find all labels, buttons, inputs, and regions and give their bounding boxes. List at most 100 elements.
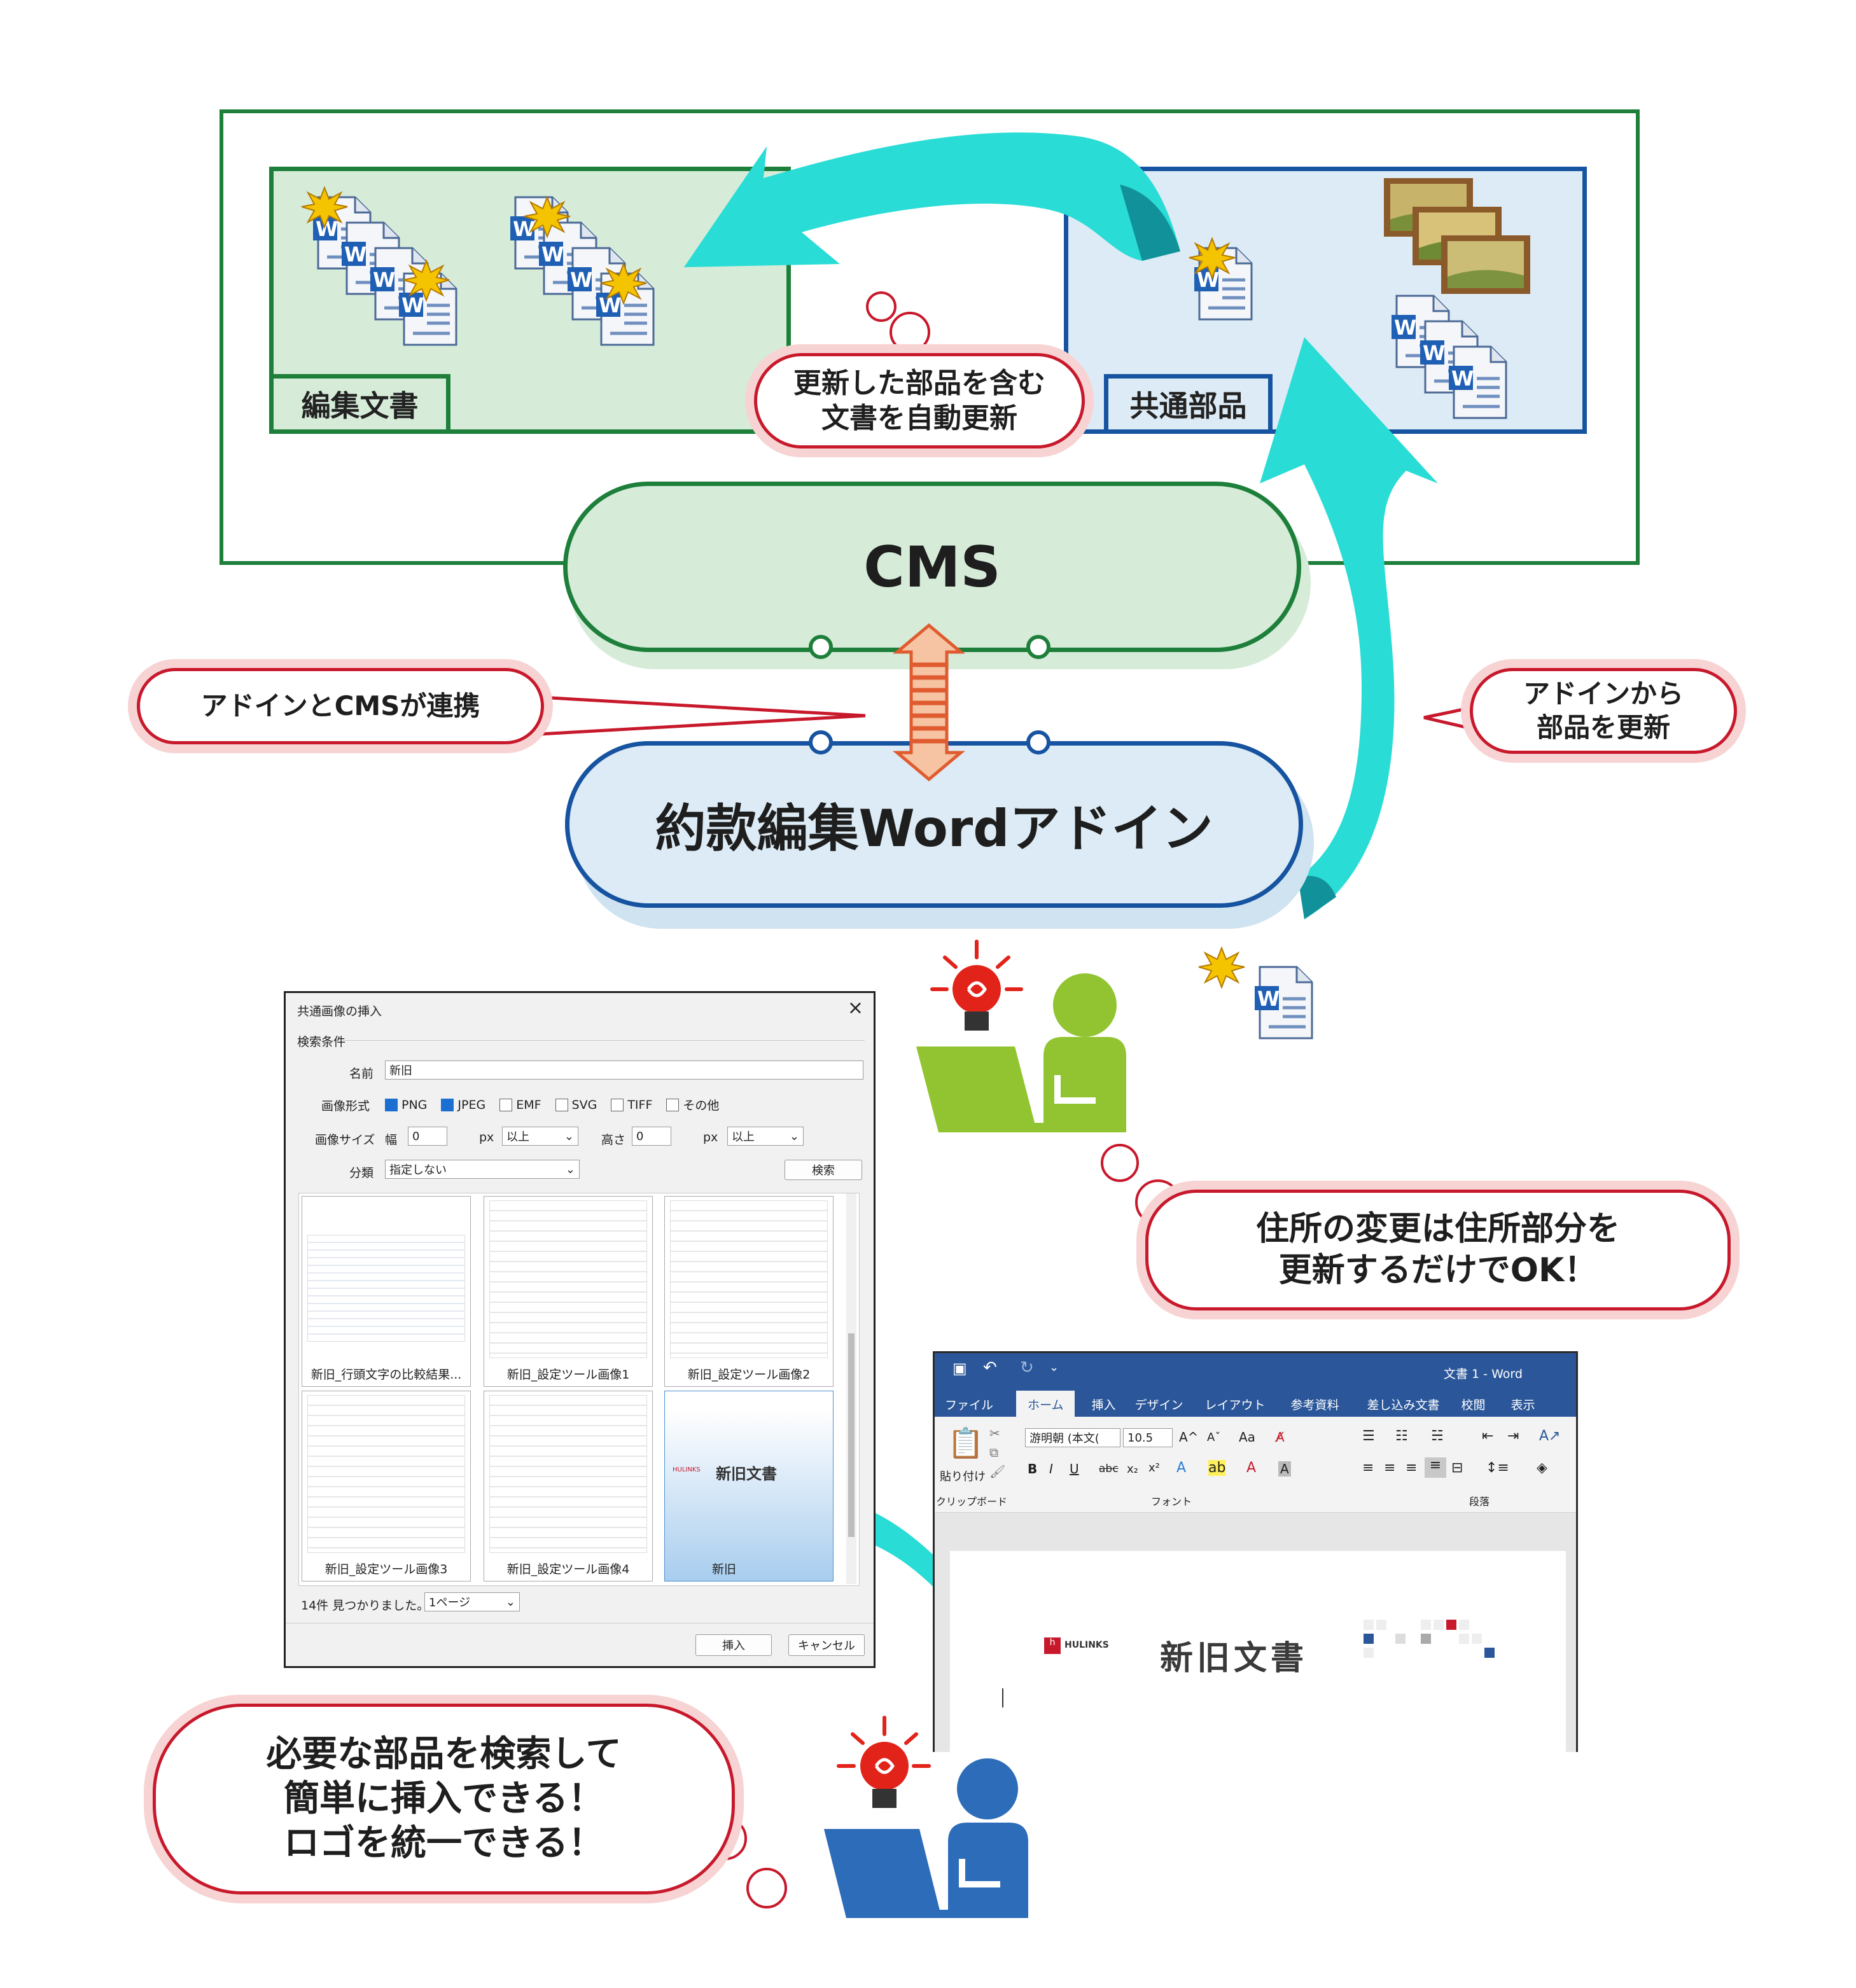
format-emf-label: EMF: [516, 1097, 541, 1112]
numbering-icon[interactable]: ☷: [1395, 1428, 1408, 1444]
redo-icon[interactable]: ↻: [1020, 1358, 1034, 1377]
name-input[interactable]: 新旧: [385, 1060, 863, 1080]
height-compare-value: 以上: [732, 1130, 755, 1144]
chevron-down-icon: ⌄: [565, 1162, 575, 1176]
shading-icon[interactable]: ◈: [1537, 1460, 1547, 1476]
format-other-label: その他: [683, 1099, 720, 1113]
scrollbar-thumb[interactable]: [848, 1333, 855, 1537]
width-input[interactable]: 0: [408, 1127, 447, 1146]
result-caption: 新旧_設定ツール画像3: [324, 1562, 448, 1576]
format-png-checkbox[interactable]: PNG: [385, 1098, 427, 1112]
font-name-value: 游明朝 (本文(: [1029, 1432, 1099, 1445]
font-name-select[interactable]: 游明朝 (本文(: [1025, 1428, 1120, 1447]
copy-icon[interactable]: ⧉: [989, 1445, 999, 1460]
asian-layout-icon[interactable]: A↗: [1539, 1428, 1561, 1444]
format-painter-icon[interactable]: 🖌: [989, 1464, 1006, 1479]
paste-icon[interactable]: 📋: [947, 1426, 984, 1460]
insert-button[interactable]: 挿入: [695, 1634, 772, 1656]
link-bubble-text: アドインとCMSが連携: [200, 690, 480, 721]
close-icon[interactable]: ×: [847, 997, 863, 1019]
justify-icon[interactable]: ≡: [1425, 1457, 1446, 1478]
format-tiff-checkbox[interactable]: TIFF: [611, 1098, 652, 1112]
addin-update-bubble: アドインから 部品を更新: [1470, 668, 1737, 754]
subscript-icon[interactable]: x₂: [1127, 1463, 1138, 1476]
decrease-indent-icon[interactable]: ⇤: [1482, 1428, 1494, 1444]
result-caption: 新旧_設定ツール画像2: [687, 1368, 811, 1382]
change-case-icon[interactable]: Aa: [1239, 1429, 1255, 1445]
align-right-icon[interactable]: ≡: [1406, 1460, 1418, 1476]
multilevel-list-icon[interactable]: ☵: [1431, 1428, 1444, 1444]
result-thumb-selected[interactable]: HULINKS 新旧文書 新旧: [664, 1391, 834, 1581]
format-jpeg-checkbox[interactable]: JPEG: [441, 1098, 485, 1112]
tab-home[interactable]: ホーム: [1016, 1390, 1075, 1418]
format-other-checkbox[interactable]: その他: [666, 1096, 719, 1113]
format-label: 画像形式: [321, 1099, 370, 1113]
bullets-icon[interactable]: ☰: [1362, 1428, 1375, 1444]
clear-format-icon[interactable]: A̸: [1276, 1429, 1285, 1445]
font-size-value: 10.5: [1127, 1431, 1154, 1445]
result-thumb[interactable]: 新旧_設定ツール画像4: [484, 1391, 653, 1581]
cut-icon[interactable]: ✂: [989, 1426, 1000, 1441]
document-page[interactable]: h HULINKS 新旧文書: [950, 1551, 1566, 1752]
italic-icon[interactable]: I: [1049, 1461, 1053, 1477]
auto-update-line2: 文書を自動更新: [821, 402, 1017, 434]
format-svg-checkbox[interactable]: SVG: [555, 1098, 597, 1112]
dialog-title: 共通画像の挿入: [297, 1004, 382, 1018]
page-select[interactable]: 1ページ⌄: [424, 1592, 520, 1611]
result-thumb[interactable]: 新旧_設定ツール画像1: [484, 1196, 653, 1387]
address-line1: 住所の変更は住所部分を: [1255, 1210, 1620, 1248]
tab-mailings[interactable]: 差し込み文書: [1367, 1398, 1440, 1412]
grow-font-icon[interactable]: A^: [1179, 1429, 1199, 1445]
underline-icon[interactable]: U: [1070, 1461, 1079, 1477]
page-value: 1ページ: [429, 1596, 471, 1609]
auto-update-line1: 更新した部品を含む: [793, 367, 1045, 400]
tab-insert[interactable]: 挿入: [1091, 1398, 1116, 1412]
tab-references[interactable]: 参考資料: [1290, 1398, 1339, 1412]
results-scrollbar[interactable]: [846, 1193, 856, 1584]
tab-file[interactable]: ファイル: [945, 1398, 994, 1412]
clipboard-group-label: クリップボード: [936, 1496, 1008, 1508]
save-icon[interactable]: ▣: [952, 1359, 967, 1377]
width-compare-select[interactable]: 以上⌄: [502, 1127, 578, 1146]
checkbox-checked-icon: [441, 1098, 454, 1111]
align-center-icon[interactable]: ≡: [1384, 1460, 1396, 1476]
highlight-icon[interactable]: ab: [1208, 1460, 1226, 1476]
text-effects-icon[interactable]: A: [1176, 1460, 1187, 1476]
align-left-icon[interactable]: ≡: [1362, 1460, 1374, 1476]
result-thumb[interactable]: 新旧_行頭文字の比較結果...: [302, 1196, 471, 1387]
customize-icon[interactable]: ⌄: [1049, 1361, 1059, 1374]
result-thumb-image: [489, 1200, 647, 1358]
strikethrough-icon[interactable]: abc: [1099, 1463, 1119, 1475]
common-parts-label: 共通部品: [1104, 374, 1273, 434]
result-thumb-image: [307, 1395, 465, 1553]
width-value: 0: [412, 1129, 420, 1143]
increase-indent-icon[interactable]: ⇥: [1507, 1428, 1519, 1444]
result-thumb[interactable]: 新旧_設定ツール画像2: [664, 1196, 834, 1387]
height-label: 高さ: [601, 1133, 626, 1147]
addin-pill: 約款編集Wordアドイン: [565, 741, 1303, 908]
cancel-button[interactable]: キャンセル: [788, 1634, 865, 1656]
result-caption: 新旧_設定ツール画像1: [506, 1368, 630, 1382]
font-size-select[interactable]: 10.5: [1123, 1428, 1173, 1447]
line-spacing-icon[interactable]: ↕≡: [1486, 1460, 1509, 1476]
height-input[interactable]: 0: [632, 1127, 671, 1146]
category-select[interactable]: 指定しない⌄: [385, 1160, 580, 1179]
undo-icon[interactable]: ↶: [983, 1358, 997, 1377]
superscript-icon[interactable]: x²: [1148, 1461, 1160, 1475]
format-emf-checkbox[interactable]: EMF: [499, 1098, 541, 1112]
distributed-icon[interactable]: ⊟: [1451, 1460, 1463, 1476]
shrink-font-icon[interactable]: Aˇ: [1207, 1431, 1221, 1444]
paste-label[interactable]: 貼り付け: [940, 1470, 986, 1484]
tab-view[interactable]: 表示: [1511, 1398, 1535, 1412]
result-thumb-image: [307, 1235, 465, 1342]
tab-layout[interactable]: レイアウト: [1204, 1398, 1266, 1412]
tab-design[interactable]: デザイン: [1134, 1398, 1183, 1412]
result-thumb[interactable]: 新旧_設定ツール画像3: [302, 1391, 471, 1581]
font-color-icon[interactable]: A: [1246, 1460, 1257, 1476]
height-compare-select[interactable]: 以上⌄: [727, 1127, 804, 1146]
char-shading-icon[interactable]: A: [1278, 1461, 1291, 1477]
bold-icon[interactable]: B: [1028, 1461, 1038, 1477]
tab-review[interactable]: 校閲: [1461, 1398, 1486, 1412]
search-button[interactable]: 検索: [785, 1160, 862, 1180]
search-bubble: 必要な部品を検索して 簡単に挿入できる！ ロゴを統一できる！: [153, 1704, 735, 1894]
